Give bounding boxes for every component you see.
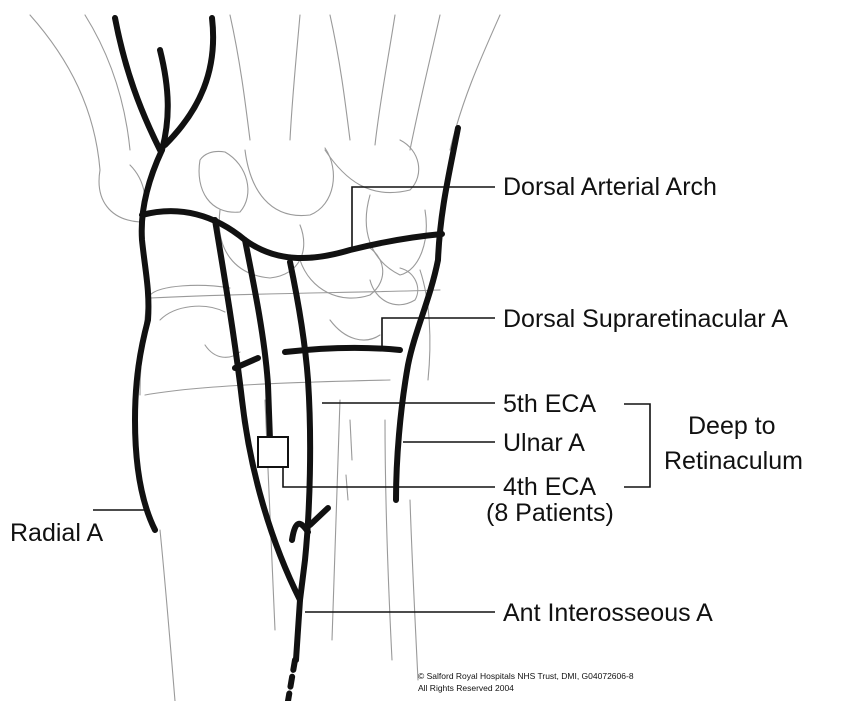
anterior-interosseous-dashed — [288, 660, 295, 701]
copyright-line-2: All Rights Reserved 2004 — [418, 683, 514, 693]
fifth-eca-artery — [290, 262, 310, 600]
label-fifth-eca: 5th ECA — [503, 390, 596, 418]
label-patients: (8 Patients) — [486, 499, 614, 527]
label-radial: Radial A — [10, 519, 103, 547]
label-ulnar: Ulnar A — [503, 429, 585, 457]
artery-branch-1 — [115, 18, 160, 150]
labels: Dorsal Arterial Arch Dorsal Supraretinac… — [10, 173, 803, 693]
label-dorsal-supraretinacular: Dorsal Supraretinacular A — [503, 305, 788, 333]
dorsal-arterial-arch — [142, 211, 442, 258]
label-ant-interosseous: Ant Interosseous A — [503, 599, 713, 627]
oblique-artery — [215, 220, 300, 600]
artery-branch-2 — [160, 50, 168, 150]
label-retinaculum: Retinaculum — [664, 447, 803, 475]
label-fourth-eca: 4th ECA — [503, 473, 596, 501]
copyright-line-1: © Salford Royal Hospitals NHS Trust, DMI… — [418, 671, 634, 681]
label-deep-to: Deep to — [688, 412, 776, 440]
fourth-eca-artery — [245, 240, 270, 440]
ulnar-artery — [396, 128, 458, 500]
artery-branch-3 — [165, 18, 213, 145]
label-dorsal-arterial-arch: Dorsal Arterial Arch — [503, 173, 717, 201]
radial-artery — [135, 150, 162, 530]
box-marker — [258, 437, 288, 467]
anterior-interosseous-artery — [296, 600, 300, 660]
